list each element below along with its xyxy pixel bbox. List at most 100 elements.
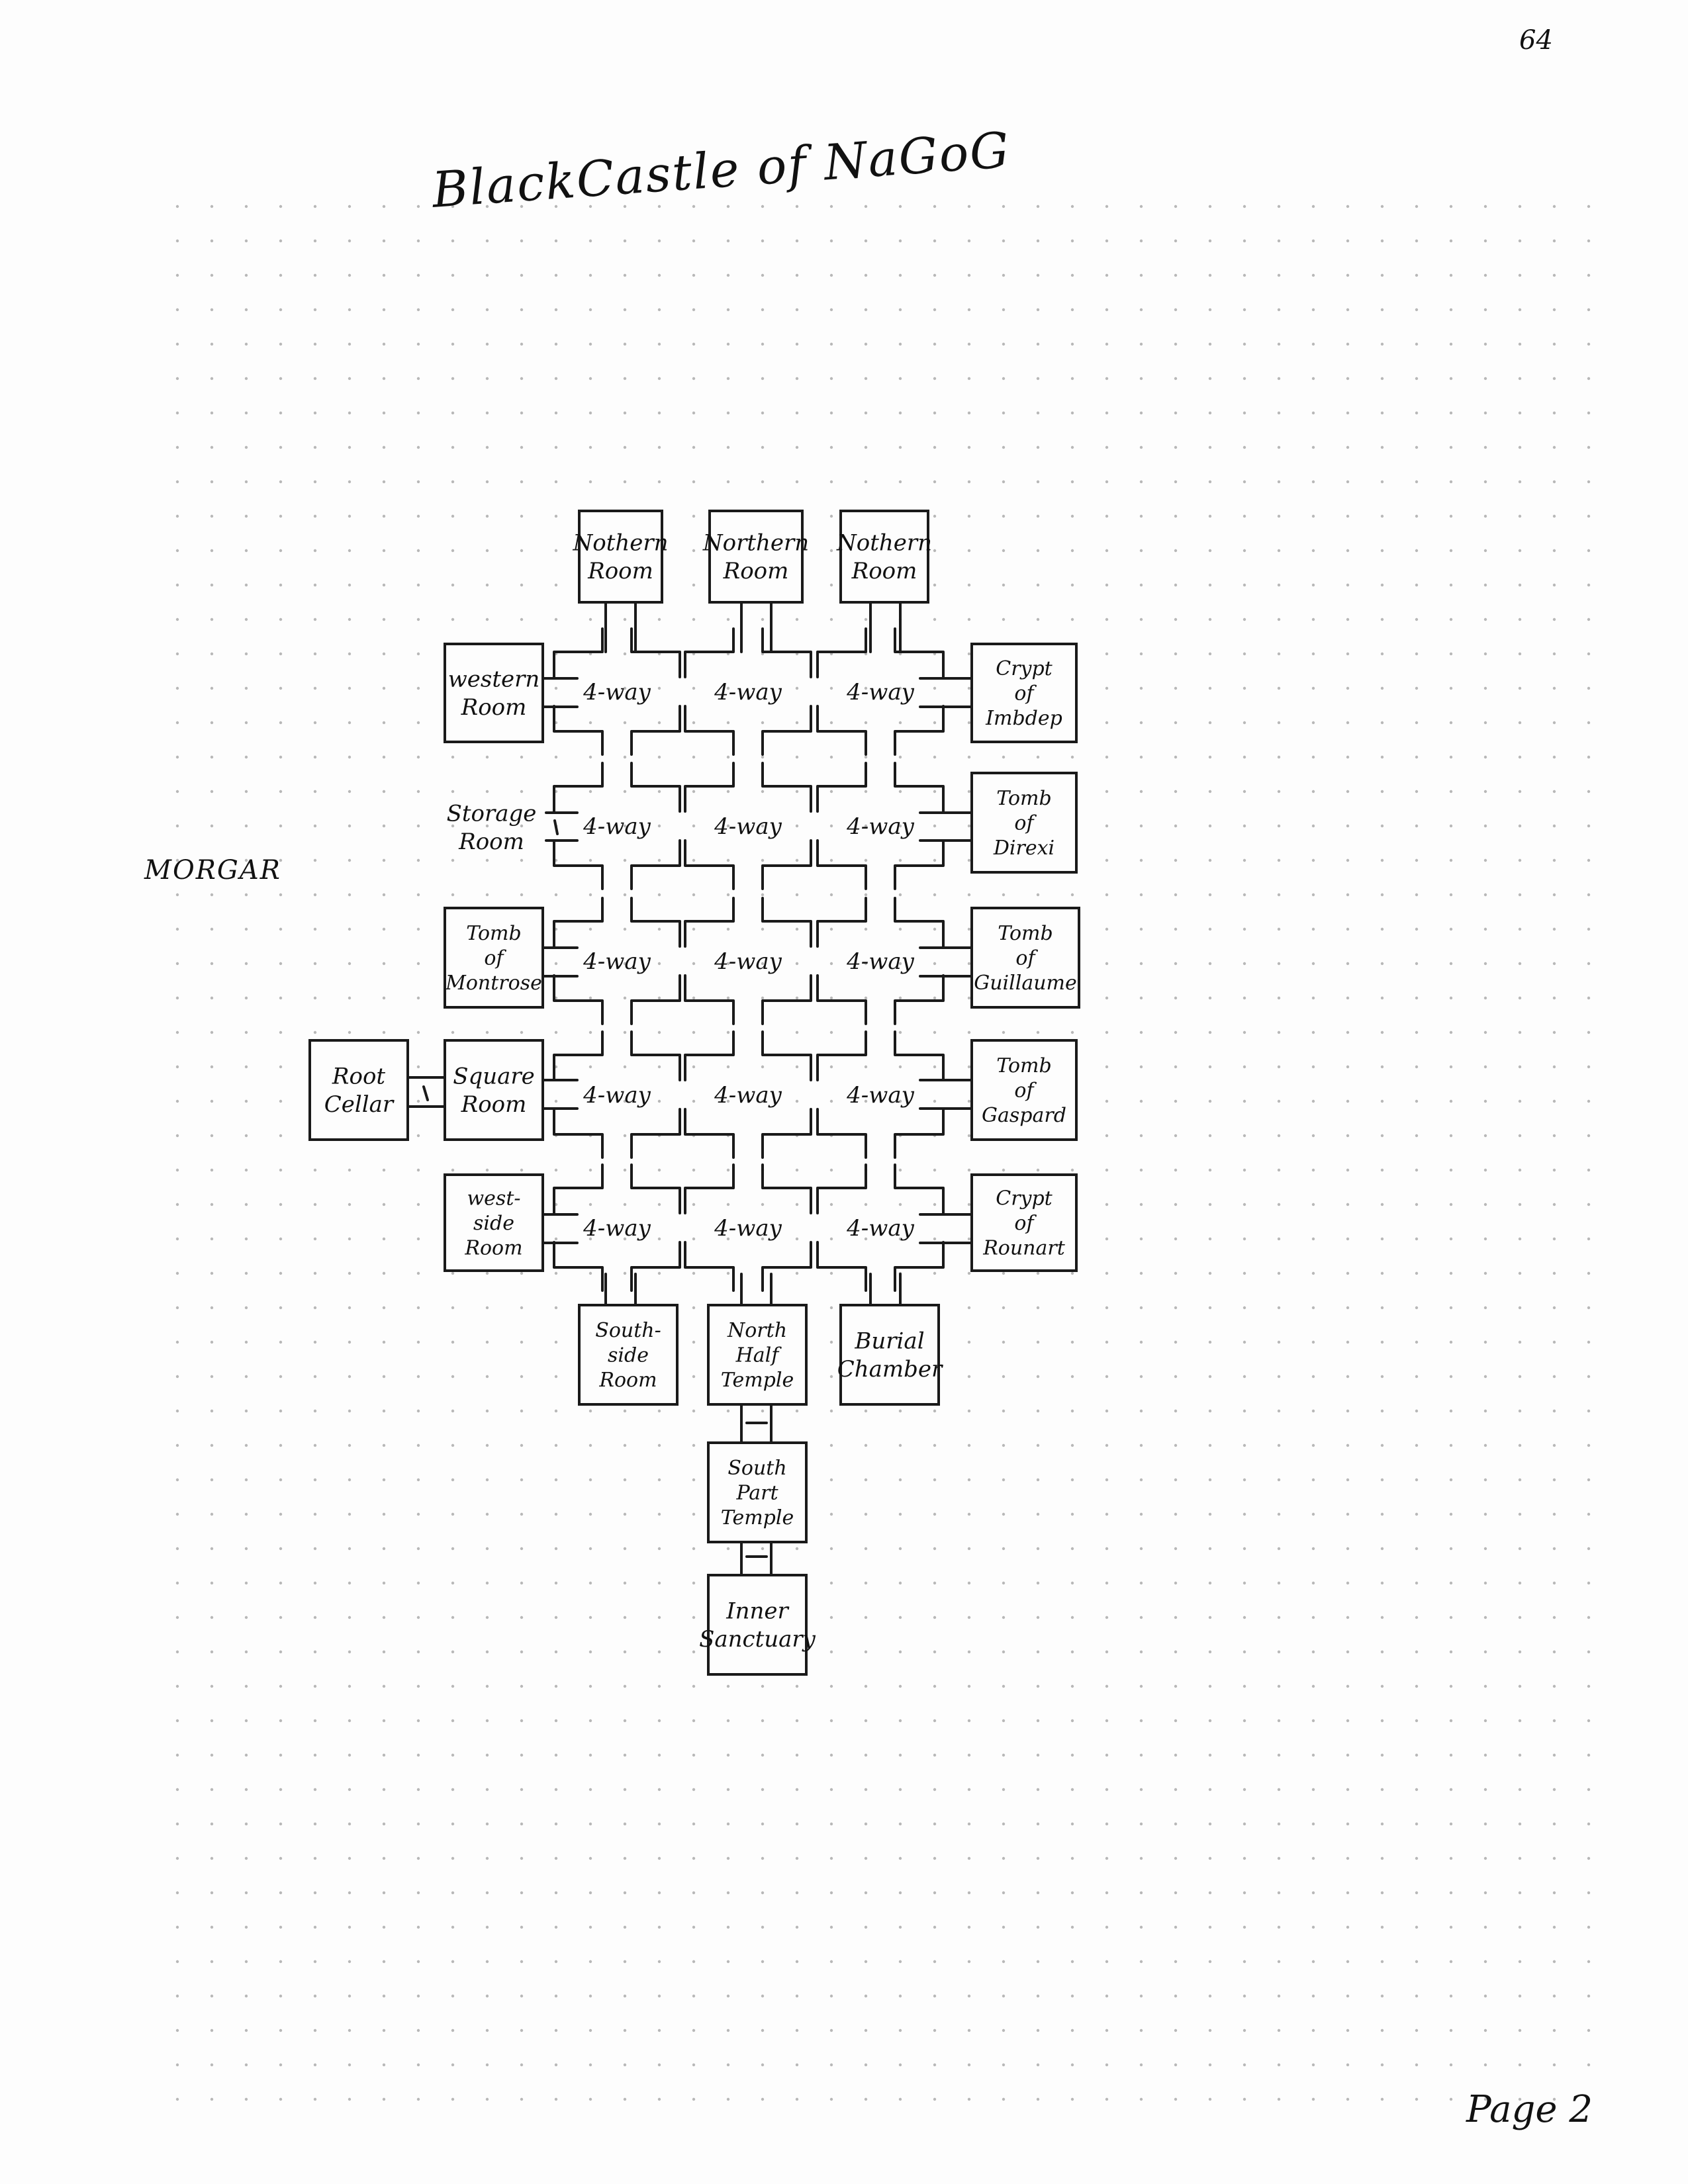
junction-4-way: 4-way xyxy=(553,627,681,756)
room-label-line: Tomb xyxy=(996,1054,1051,1077)
room-outline xyxy=(708,510,804,604)
door-marker xyxy=(422,1085,429,1101)
room-label-line: Square xyxy=(453,1064,535,1090)
room-label-line: Crypt xyxy=(996,1187,1053,1210)
room-label-line: Tomb xyxy=(998,922,1053,945)
room-label-line: Tomb xyxy=(466,922,521,945)
junction-4-way: 4-way xyxy=(816,1163,945,1292)
door-marker xyxy=(553,819,559,835)
junction-walls xyxy=(553,1030,681,1159)
room-outline xyxy=(970,772,1078,874)
room-outline xyxy=(970,643,1078,743)
room-label-line: of xyxy=(1014,1079,1037,1103)
room-outline xyxy=(839,510,929,604)
room-outline xyxy=(970,1173,1078,1272)
junction-label: 4-way xyxy=(714,1215,782,1242)
junction-label: 4-way xyxy=(846,1215,914,1242)
room-label-line: of xyxy=(1014,812,1037,835)
room-label-line: west- xyxy=(467,1187,520,1210)
room-label-line: Direxi xyxy=(993,837,1055,860)
room-outline xyxy=(707,1304,808,1406)
room-label-line: Rounart xyxy=(982,1237,1066,1260)
junction-walls xyxy=(816,627,945,756)
dot-grid xyxy=(175,205,1591,2101)
room-label-line: North xyxy=(727,1319,787,1342)
room-label-line: Sanctuary xyxy=(699,1626,816,1653)
room-label-line: side xyxy=(473,1212,514,1235)
room-label-line: Room xyxy=(461,1091,527,1118)
room-label-line: of xyxy=(1014,1212,1037,1235)
room-outline xyxy=(444,643,544,743)
room-outline xyxy=(578,510,663,604)
room-label-line: Inner xyxy=(726,1598,789,1625)
junction-4-way: 4-way xyxy=(816,762,945,890)
room-label-line: Root xyxy=(332,1064,386,1090)
room-label-line: Burial xyxy=(854,1328,924,1355)
room-label-line: Room xyxy=(851,558,917,584)
room-label-line: Half xyxy=(735,1344,782,1367)
junction-walls xyxy=(816,762,945,890)
room-label-line: Crypt xyxy=(996,657,1053,680)
room-layer: NothernRoomNorthernRoomNothernRoomwester… xyxy=(308,510,1080,1676)
room-label-line: South xyxy=(727,1457,786,1480)
room-outline xyxy=(308,1039,409,1141)
junction-label: 4-way xyxy=(583,1082,651,1109)
junction-label: 4-way xyxy=(714,813,782,840)
room-label-line: side xyxy=(608,1344,649,1367)
junction-4-way: 4-way xyxy=(553,762,681,890)
junction-4-way: 4-way xyxy=(553,1163,681,1292)
junction-label: 4-way xyxy=(583,1215,651,1242)
junction-walls xyxy=(816,1163,945,1292)
junction-4-way: 4-way xyxy=(684,627,812,756)
room-label-line: Room xyxy=(461,694,527,721)
side-note-morgar: MORGAR xyxy=(144,855,281,886)
junction-4-way: 4-way xyxy=(684,897,812,1025)
junction-label: 4-way xyxy=(846,679,914,705)
room-label-line: Room xyxy=(723,558,789,584)
junction-4-way: 4-way xyxy=(816,897,945,1025)
room-outline xyxy=(707,1574,808,1676)
map-walls xyxy=(406,601,973,1576)
junction-walls xyxy=(553,762,681,890)
room-label-line: Temple xyxy=(721,1506,794,1529)
junction-label: 4-way xyxy=(714,948,782,975)
room-label-line: Room xyxy=(598,1369,657,1392)
junction-walls xyxy=(684,627,812,756)
junction-walls xyxy=(553,1163,681,1292)
junction-label: 4-way xyxy=(846,948,914,975)
room-outline xyxy=(444,1173,544,1272)
junction-4-way: 4-way xyxy=(684,1163,812,1292)
door-markers xyxy=(422,819,768,1558)
room-outline xyxy=(578,1304,679,1406)
room-label-line: Gaspard xyxy=(982,1104,1066,1127)
junction-label: 4-way xyxy=(583,813,651,840)
room-outline xyxy=(970,907,1080,1009)
room-outline xyxy=(970,1039,1078,1141)
room-label-line: Nothern xyxy=(572,530,668,557)
room-label-line: of xyxy=(484,947,506,970)
junction-4-way: 4-way xyxy=(553,1030,681,1159)
junction-label: 4-way xyxy=(846,813,914,840)
room-label-line: Imbdep xyxy=(985,707,1062,730)
junction-walls xyxy=(553,627,681,756)
room-label-line: Storage xyxy=(447,801,537,827)
